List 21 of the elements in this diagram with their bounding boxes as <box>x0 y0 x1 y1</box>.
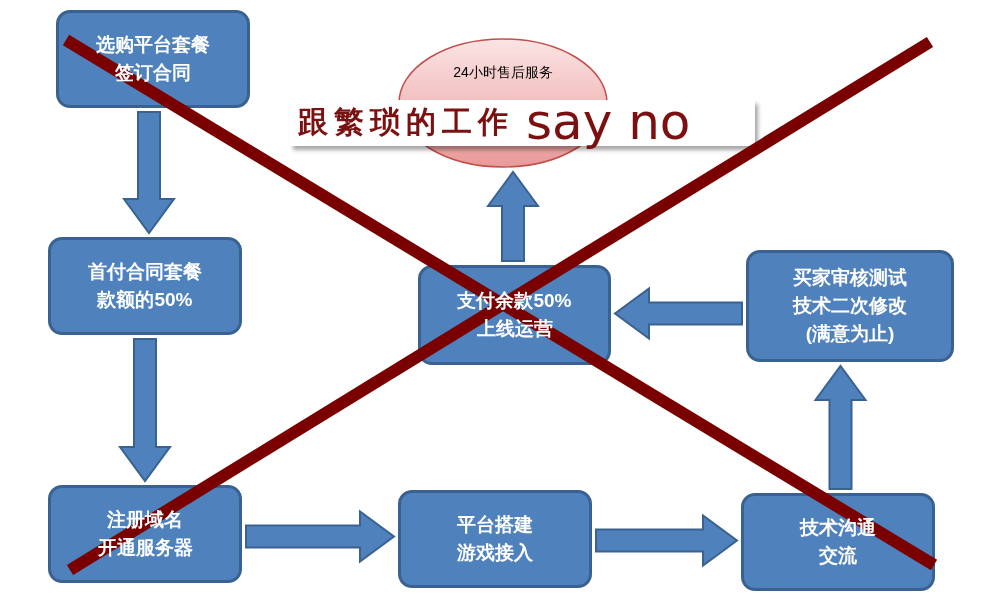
process-box <box>48 237 242 335</box>
block-arrow <box>813 364 868 490</box>
node-text: 首付合同套餐款额的50% <box>88 260 202 312</box>
slogan-text: 跟繁琐的工作 <box>298 107 514 137</box>
node-text: 选购平台套餐签订合同 <box>96 33 210 85</box>
block-arrow <box>122 111 176 235</box>
process-box <box>741 493 935 591</box>
process-box <box>398 490 592 588</box>
block-arrow <box>613 286 743 341</box>
block-arrow <box>595 513 739 568</box>
node-text: 平台搭建游戏接入 <box>457 513 533 565</box>
process-box <box>746 250 954 362</box>
node-text: 买家审核测试技术二次修改(满意为止) <box>793 266 907 346</box>
node-text: 技术沟通交流 <box>800 516 876 568</box>
slogan-text: say no <box>526 97 691 147</box>
block-arrow <box>486 170 540 262</box>
node-text: 24小时售后服务 <box>452 63 554 82</box>
process-box <box>48 485 242 583</box>
block-arrow <box>245 509 396 564</box>
process-box <box>56 10 250 108</box>
block-arrow <box>118 338 172 483</box>
